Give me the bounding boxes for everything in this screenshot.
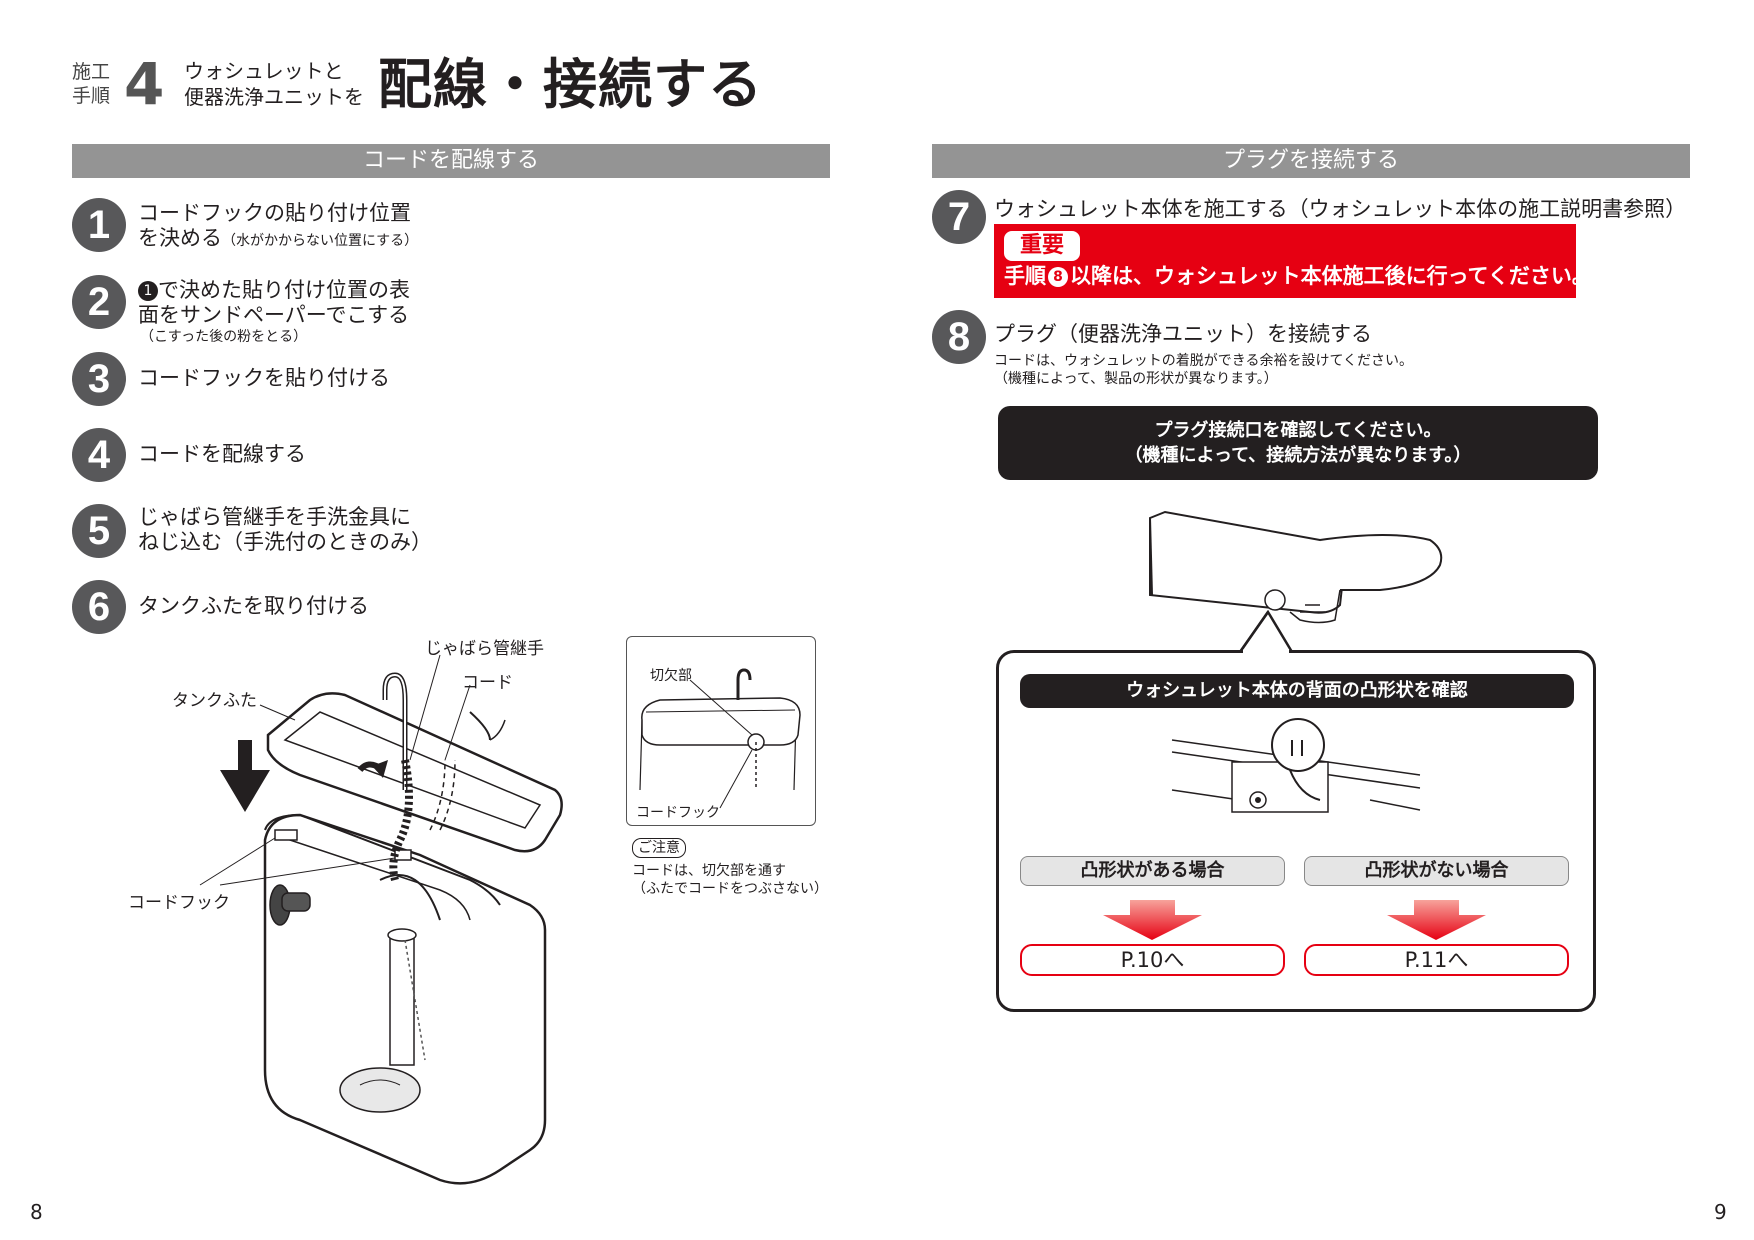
- page-number-right: 9: [1714, 1200, 1727, 1224]
- plug-notice-box: プラグ接続口を確認してください。 （機種によって、接続方法が異なります。）: [998, 406, 1598, 480]
- step-1-text: コードフックの貼り付け位置 を決める（水がかからない位置にする）: [138, 201, 418, 254]
- step-circle-6: 6: [72, 580, 126, 634]
- tejun-text: 手順: [72, 85, 111, 107]
- subtitle-line2: 便器洗浄ユニットを: [184, 85, 364, 109]
- step-circle-8: 8: [932, 310, 986, 364]
- panel-heading: ウォシュレット本体の背面の凸形状を確認: [1020, 674, 1574, 708]
- important-badge: 重要: [1004, 231, 1080, 261]
- step-1-note: （水がかからない位置にする）: [222, 233, 419, 249]
- step-2-note: （こすった後の粉をとる）: [140, 329, 308, 345]
- inset-notch-label: 切欠部: [650, 668, 692, 684]
- step-5-line1: じゃばら管継手を手洗金具に: [138, 505, 411, 529]
- title-subtitle: ウォシュレットと 便器洗浄ユニットを: [184, 58, 364, 110]
- caution-line1: コードは、切欠部を通す: [632, 863, 786, 879]
- step-5-text: じゃばら管継手を手洗金具に ねじ込む（手洗付のときのみ）: [138, 505, 432, 555]
- arrow-down-icon-right: [1387, 900, 1486, 940]
- case-shape-absent: 凸形状がない場合: [1304, 856, 1569, 886]
- label-jabara: じゃばら管継手: [425, 639, 544, 659]
- notice-line2: （機種によって、接続方法が異なります。）: [1124, 445, 1472, 466]
- label-cord-hook: コードフック: [128, 893, 230, 913]
- inset-cord-hook-label: コードフック: [636, 805, 720, 821]
- step-8-note2: （機種によって、製品の形状が異なります。）: [994, 371, 1278, 387]
- section-bar-plug: プラグを接続する: [932, 144, 1690, 178]
- step-1-line1: コードフックの貼り付け位置: [138, 201, 411, 225]
- link-page-10[interactable]: P.10へ: [1020, 944, 1285, 976]
- step-2-line1: で決めた貼り付け位置の表: [158, 278, 410, 302]
- important-text-pre: 手順: [1004, 264, 1046, 288]
- arrow-down-icon-left: [1103, 900, 1202, 940]
- step-6-text: タンクふたを取り付ける: [138, 594, 369, 618]
- page-number-left: 8: [30, 1200, 43, 1224]
- step-circle-3: 3: [72, 352, 126, 406]
- step-circle-1: 1: [72, 198, 126, 252]
- important-step-badge: 8: [1048, 267, 1068, 287]
- check-panel: [996, 650, 1596, 1012]
- step-2-line2: 面をサンドペーパーでこする: [138, 303, 410, 327]
- important-box: [994, 224, 1576, 298]
- procedure-number: 4: [124, 50, 165, 118]
- page-title: 配線・接続する: [378, 53, 763, 116]
- step-7-text: ウォシュレット本体を施工する（ウォシュレット本体の施工説明書参照）: [994, 197, 1687, 221]
- step-circle-4: 4: [72, 428, 126, 482]
- label-tank-lid: タンクふた: [172, 691, 257, 711]
- notice-line1: プラグ接続口を確認してください。: [1154, 420, 1442, 441]
- step-8-text: プラグ（便器洗浄ユニット）を接続する: [994, 322, 1372, 346]
- step-circle-5: 5: [72, 504, 126, 558]
- link-page-11[interactable]: P.11へ: [1304, 944, 1569, 976]
- subtitle-line1: ウォシュレットと: [184, 59, 344, 83]
- step-circle-7: 7: [932, 190, 986, 244]
- step-5-line2: ねじ込む（手洗付のときのみ）: [138, 530, 432, 554]
- step-3-text: コードフックを貼り付ける: [138, 366, 390, 390]
- section-bar-cord: コードを配線する: [72, 144, 830, 178]
- step-4-text: コードを配線する: [138, 442, 306, 466]
- step-1-line2-wrap: を決める（水がかからない位置にする）: [138, 226, 418, 254]
- case-shape-present: 凸形状がある場合: [1020, 856, 1285, 886]
- sekou-label: 施工 手順: [72, 60, 118, 108]
- step-8-notes: コードは、ウォシュレットの着脱ができる余裕を設けてください。 （機種によって、製…: [994, 352, 1413, 388]
- step-8-note1: コードは、ウォシュレットの着脱ができる余裕を設けてください。: [994, 353, 1414, 369]
- step-circle-2: 2: [72, 275, 126, 329]
- caution-text: コードは、切欠部を通す （ふたでコードをつぶさない）: [632, 862, 828, 898]
- important-text-post: 以降は、ウォシュレット本体施工後に行ってください。: [1070, 264, 1593, 288]
- step-1-line2: を決める: [138, 226, 222, 250]
- step-ref-badge: 1: [138, 281, 158, 301]
- sekou-text: 施工: [72, 61, 111, 83]
- caution-badge: ご注意: [632, 838, 686, 858]
- caution-line2: （ふたでコードをつぶさない）: [632, 881, 828, 897]
- label-cord: コード: [462, 673, 513, 693]
